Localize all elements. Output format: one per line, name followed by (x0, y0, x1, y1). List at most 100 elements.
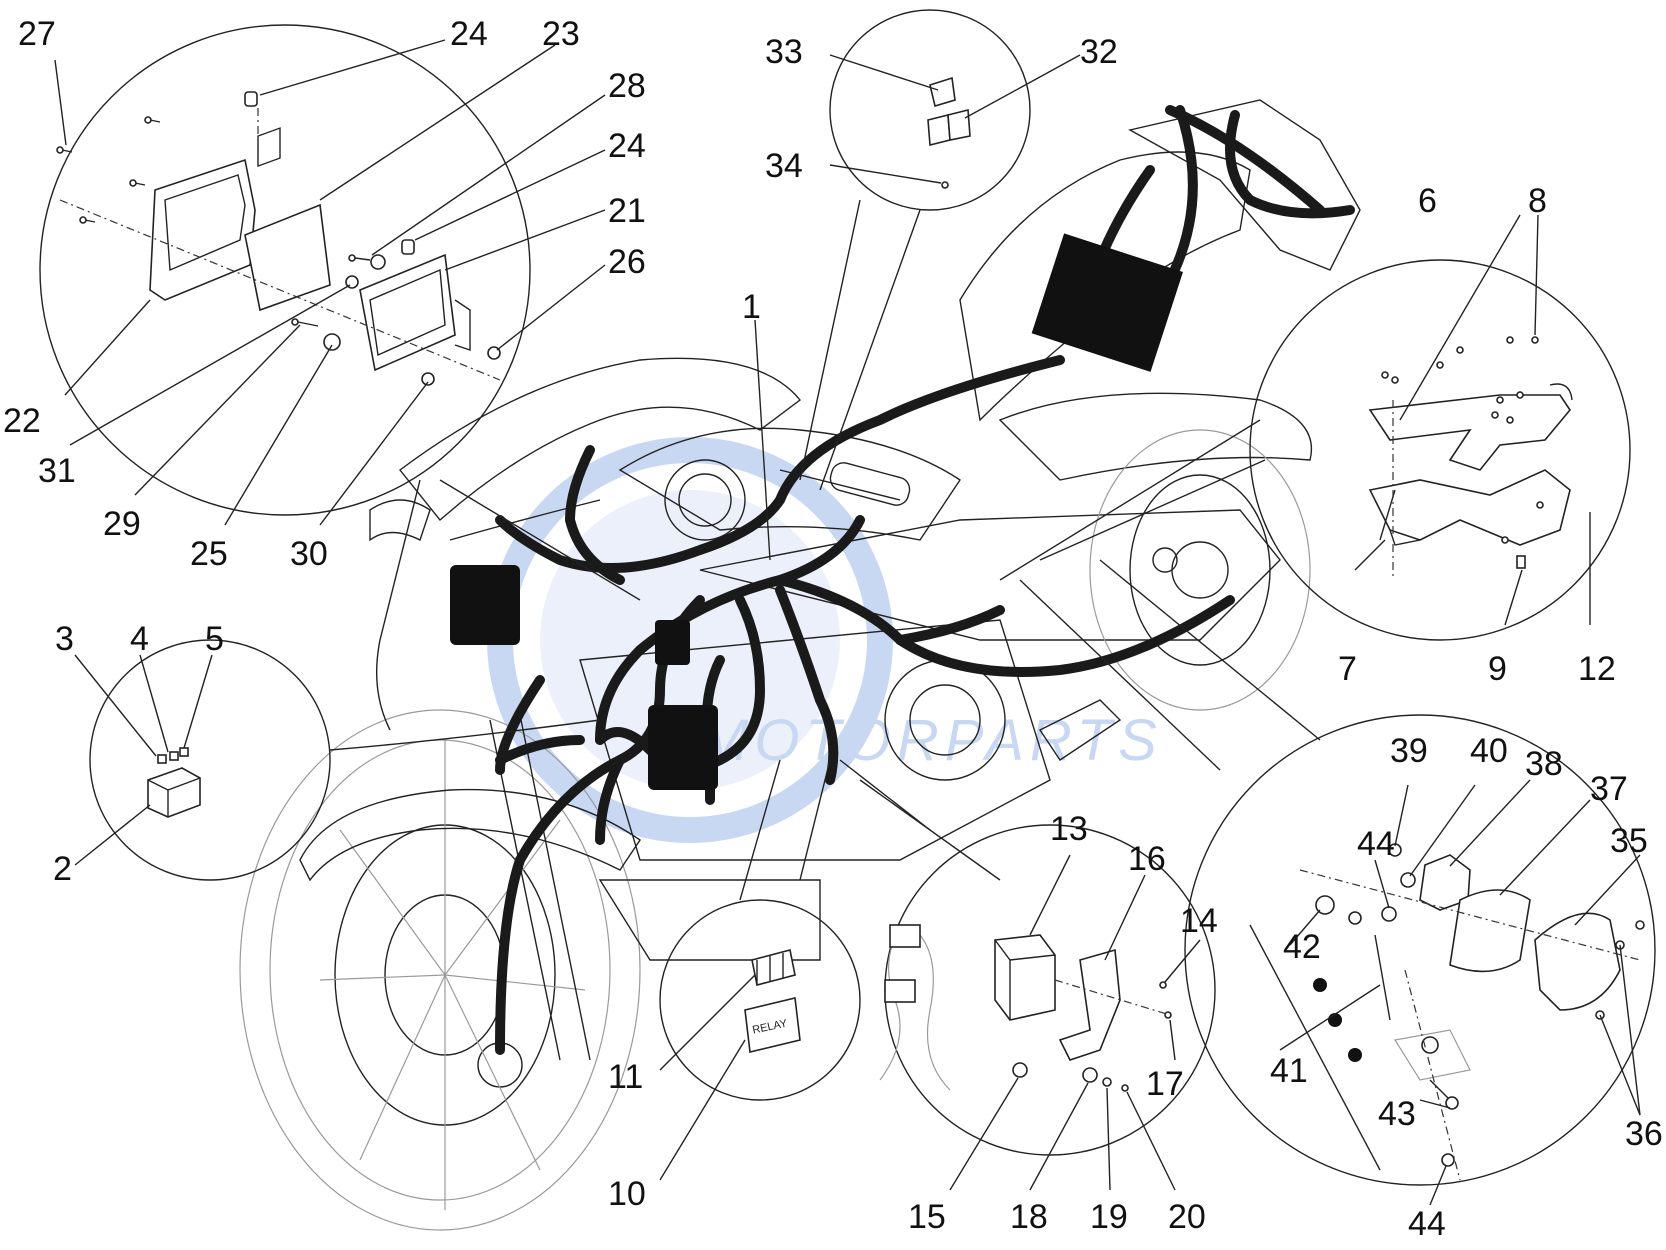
label-31: 31 (38, 452, 76, 490)
battery-terminal-5 (179, 747, 189, 757)
detail-circle-sensors (1184, 714, 1656, 1186)
label-43: 43 (1378, 1095, 1416, 1133)
label-36: 36 (1625, 1115, 1663, 1153)
sensor-dot-1 (1313, 978, 1327, 992)
harness-connectors (450, 233, 1183, 790)
ecu-unit (244, 203, 331, 312)
label-28: 28 (608, 67, 646, 105)
label-3: 3 (55, 620, 74, 658)
abs-screw-20 (1121, 1084, 1129, 1092)
label-32: 32 (1080, 33, 1118, 71)
sensor-cover-35 (1534, 912, 1621, 1011)
label-20: 20 (1168, 1198, 1206, 1236)
sensor-dot-3 (1348, 1048, 1362, 1062)
label-24-top: 24 (450, 15, 488, 53)
bracket-detail (1354, 214, 1591, 626)
label-41: 41 (1270, 1052, 1308, 1090)
label-11: 11 (608, 1058, 643, 1096)
ecu-detail (56, 91, 501, 386)
label-33: 33 (765, 33, 803, 71)
label-5: 5 (205, 620, 224, 658)
label-21: 21 (608, 192, 646, 230)
battery (147, 767, 201, 818)
label-19: 19 (1090, 1198, 1128, 1236)
label-4: 4 (130, 620, 149, 658)
battery-terminal-3 (157, 754, 167, 764)
label-42: 42 (1283, 928, 1321, 966)
detail-circle-brackets (1249, 259, 1631, 641)
abs-unit-13 (994, 934, 1056, 1021)
relay-box-detail: RELAY (659, 949, 801, 1181)
abs-connector-a (889, 924, 921, 948)
leader-part-1 (754, 319, 771, 561)
label-17: 17 (1146, 1065, 1184, 1103)
detail-circle-battery (89, 639, 331, 881)
abs-nut-15 (1012, 1062, 1028, 1078)
relay-box-10 (744, 997, 801, 1053)
label-39: 39 (1390, 732, 1428, 770)
label-10: 10 (608, 1175, 646, 1213)
sensor-nut-44 (1441, 1153, 1455, 1167)
sensor-42 (1315, 895, 1335, 915)
label-6: 6 (1418, 182, 1437, 220)
label-14: 14 (1180, 902, 1218, 940)
label-29: 29 (103, 505, 141, 543)
abs-grommet-18 (1082, 1067, 1098, 1083)
label-7: 7 (1338, 650, 1357, 688)
abs-washer-19 (1102, 1077, 1112, 1087)
bracket-screws (1381, 336, 1544, 544)
label-34: 34 (765, 147, 803, 185)
detail-circle-ecu (39, 24, 531, 516)
sensor-37 (1449, 889, 1531, 973)
sensor-dot-2 (1328, 1013, 1342, 1027)
sensor-detail (1249, 779, 1645, 1206)
relay-screw (941, 181, 949, 189)
label-15: 15 (908, 1198, 946, 1236)
label-23: 23 (542, 15, 580, 53)
label-24-mid: 24 (608, 127, 646, 165)
ecu-cover (149, 158, 256, 301)
callout-circles (39, 9, 1656, 1186)
battery-detail (74, 654, 213, 866)
label-44-top: 44 (1357, 825, 1395, 863)
label-37: 37 (1590, 770, 1628, 808)
label-13: 13 (1050, 810, 1088, 848)
relay-right (947, 108, 971, 141)
label-2: 2 (53, 850, 72, 888)
relay-holder (929, 76, 956, 108)
label-27: 27 (18, 15, 56, 53)
callout-leaders (329, 199, 1321, 901)
relay-11 (751, 949, 796, 986)
top-relay-detail (829, 54, 1081, 189)
abs-bracket-16 (1058, 948, 1121, 1061)
label-16: 16 (1128, 840, 1166, 878)
ecu-grommet-bracket (401, 239, 415, 255)
label-1: 1 (742, 288, 761, 326)
motorcycle-outline (239, 99, 1361, 1231)
ecu-leaders (54, 39, 606, 526)
ecu-bracket (359, 253, 456, 372)
label-18: 18 (1010, 1198, 1048, 1236)
label-22: 22 (3, 402, 41, 440)
label-40: 40 (1470, 732, 1508, 770)
label-44-bottom: 44 (1408, 1205, 1446, 1243)
ecu-grommet-top (244, 91, 258, 107)
abs-detail (879, 854, 1201, 1191)
watermark-text: MOTORPARTS (700, 708, 1163, 773)
relay-left (927, 113, 951, 147)
label-26: 26 (608, 243, 646, 281)
ecu-screws (56, 116, 371, 327)
upper-duct (1368, 394, 1571, 471)
battery-terminal-4 (169, 751, 179, 761)
label-25: 25 (190, 535, 228, 573)
lower-duct (1368, 469, 1571, 546)
detail-circle-relay-top (829, 9, 1031, 211)
label-30: 30 (290, 535, 328, 573)
bracket-clip (1516, 555, 1526, 569)
part-labels: 1 2 3 4 5 6 7 8 9 10 11 12 13 14 15 16 1… (3, 15, 1663, 1243)
label-38: 38 (1525, 745, 1563, 783)
label-12: 12 (1578, 650, 1616, 688)
abs-connector-b (884, 979, 916, 1003)
